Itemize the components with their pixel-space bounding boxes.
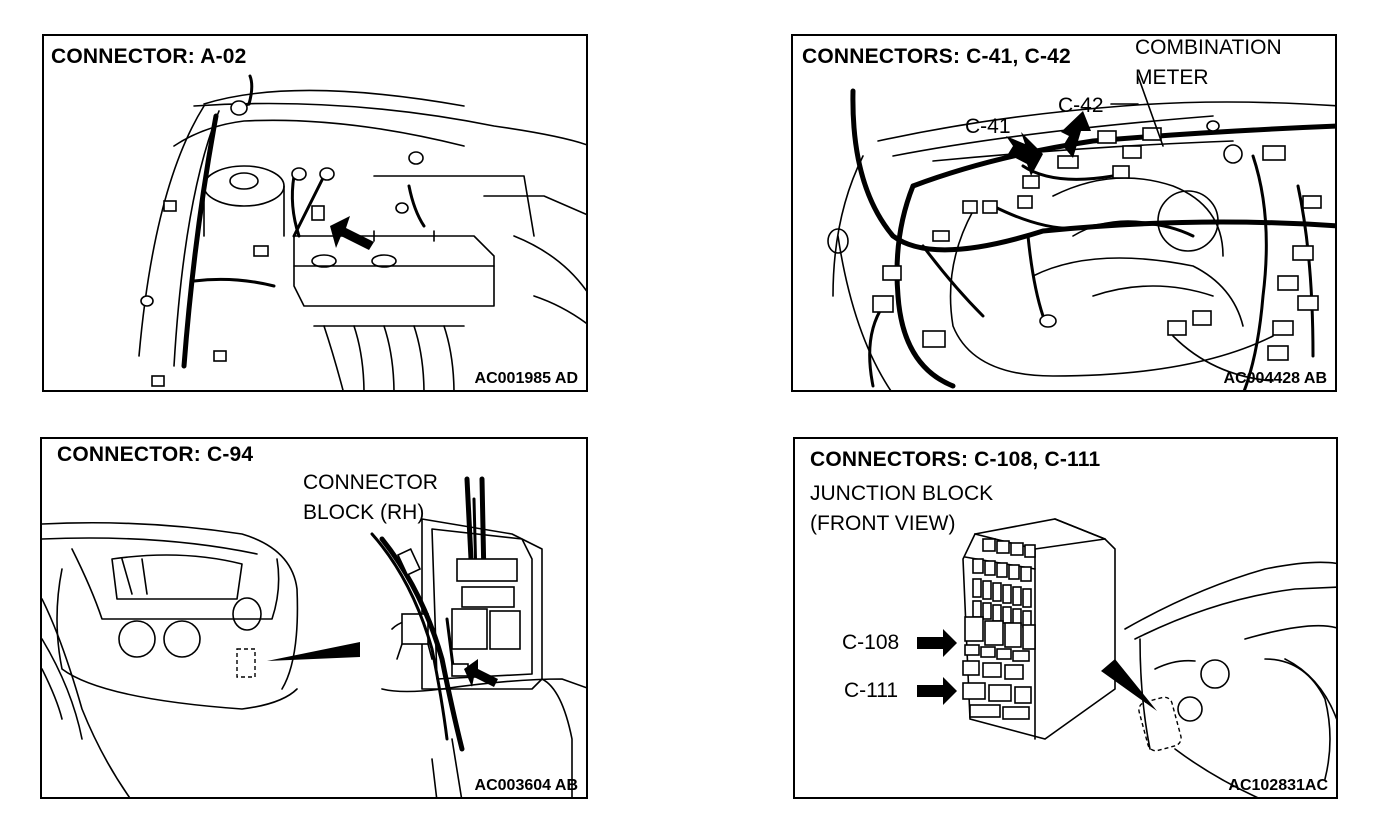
c41-label: C-41 <box>965 115 1011 138</box>
combination-meter-label-line1: COMBINATION <box>1135 36 1282 59</box>
connector-block-label-line1: CONNECTOR <box>303 471 438 494</box>
junction-block-label-line1: JUNCTION BLOCK <box>810 482 994 505</box>
connector-block-illustration <box>42 476 586 797</box>
panel-title: CONNECTORS: C-108, C-111 <box>810 448 1101 471</box>
figure-code: AC004428 AB <box>1223 370 1327 387</box>
engine-bay-illustration <box>138 74 586 390</box>
junction-block-label-line2: (FRONT VIEW) <box>810 512 956 535</box>
figure-code: AC102831AC <box>1228 777 1328 794</box>
panel-c94: CONNECTOR: C-94 CONNECTOR BLOCK (RH) AC0… <box>40 437 588 799</box>
c42-label: C-42 <box>1058 94 1104 117</box>
panel-c41-c42: CONNECTORS: C-41, C-42 COMBINATION METER… <box>791 34 1337 392</box>
c111-label: C-111 <box>844 679 899 702</box>
panel-a02: CONNECTOR: A-02 AC001985 AD <box>42 34 588 392</box>
c108-label: C-108 <box>842 631 900 654</box>
combination-meter-label-line2: METER <box>1135 66 1209 89</box>
figure-code: AC001985 AD <box>474 370 578 387</box>
instrument-panel-illustration <box>827 75 1335 390</box>
panel-title: CONNECTOR: C-94 <box>57 443 254 466</box>
panel-title: CONNECTORS: C-41, C-42 <box>802 45 1071 68</box>
fuse-grid <box>962 538 1036 720</box>
junction-block-illustration <box>917 518 1336 797</box>
panel-title: CONNECTOR: A-02 <box>51 45 247 68</box>
panel-c108-c111: CONNECTORS: C-108, C-111 JUNCTION BLOCK … <box>793 437 1338 799</box>
connector-block-label-line2: BLOCK (RH) <box>303 501 425 524</box>
figure-code: AC003604 AB <box>474 777 578 794</box>
